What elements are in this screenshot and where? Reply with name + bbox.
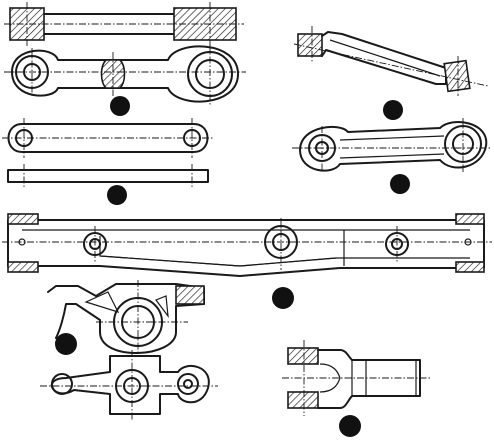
figure-6-plan-view [40,350,218,420]
figure-5-marker [272,287,294,309]
figure-5-long-beam [2,214,492,309]
figure-4-tapered-lever [292,118,492,194]
figure-6-bracket-lever [40,280,218,420]
figure-1-top-view [4,2,244,46]
figure-3-marker [107,185,127,205]
figure-2-marker [383,100,403,120]
figure-1-marker [110,96,130,116]
figure-4-marker [390,174,410,194]
figure-7-forked-end [282,340,430,437]
figure-3-flat-link [2,118,214,205]
figure-7-marker [339,415,361,437]
figure-6-marker [55,333,77,355]
figure-1-connecting-rod [4,2,246,116]
figure-3-edge-view [8,164,208,188]
figure-3-plan-view [2,118,214,158]
figure-1-front-view [4,44,246,106]
figure-2-angled-rod [294,26,488,120]
